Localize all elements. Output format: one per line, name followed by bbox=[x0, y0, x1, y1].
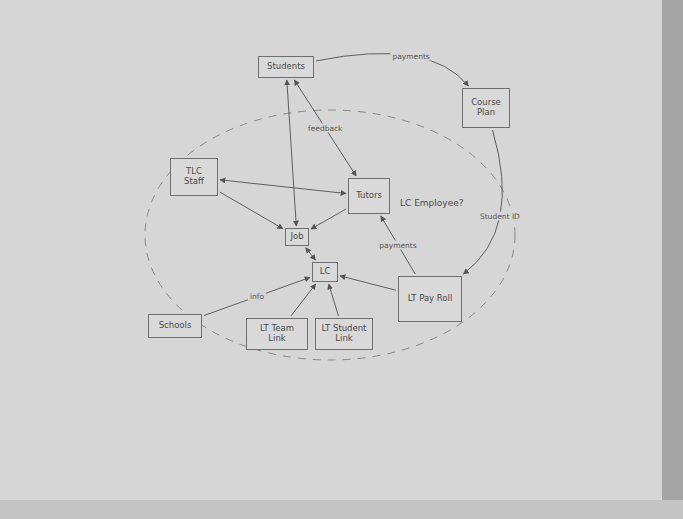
paper-edge bbox=[0, 500, 683, 519]
connector-arrow bbox=[340, 276, 396, 290]
box-text-group: Students bbox=[267, 62, 305, 72]
process-box: Course Plan bbox=[462, 88, 510, 128]
box-label: TLC Staff bbox=[175, 167, 213, 187]
process-box: Job bbox=[285, 228, 309, 246]
process-box: LT Pay Roll bbox=[398, 276, 462, 322]
box-text-group: Course Plan bbox=[467, 98, 505, 118]
box-label: Students bbox=[267, 62, 305, 72]
box-label: Tutors bbox=[356, 191, 382, 201]
box-label: Course Plan bbox=[467, 98, 505, 118]
box-label: Schools bbox=[159, 321, 192, 331]
box-text-group: Tutors bbox=[356, 191, 382, 201]
box-text-group: LT Student Link bbox=[320, 324, 368, 344]
box-label: LT Team Link bbox=[251, 324, 303, 344]
edge-label: Student ID bbox=[478, 212, 522, 221]
box-text-group: TLC Staff bbox=[175, 167, 213, 187]
box-label: LC bbox=[320, 267, 331, 277]
edge-label: payments bbox=[390, 51, 431, 60]
process-box: Students bbox=[258, 56, 314, 78]
edge-label: feedback bbox=[306, 124, 344, 133]
box-label: Job bbox=[290, 232, 303, 242]
connector-arrow bbox=[220, 180, 346, 194]
connector-arrow bbox=[220, 192, 283, 229]
process-box: LC bbox=[312, 262, 338, 282]
process-box: Tutors bbox=[348, 178, 390, 214]
connector-arrow bbox=[204, 277, 310, 315]
box-text-group: LT Pay Roll bbox=[408, 294, 453, 304]
edge-label: payments bbox=[377, 241, 418, 250]
connector-arrow bbox=[291, 284, 316, 316]
process-box: LT Student Link bbox=[315, 318, 373, 350]
connector-arrow bbox=[287, 80, 296, 226]
connector-arrow bbox=[294, 80, 356, 176]
box-label: LT Student Link bbox=[320, 324, 368, 344]
process-box: TLC Staff bbox=[170, 158, 218, 196]
note-text: LC Employee? bbox=[400, 198, 464, 208]
process-box: LT Team Link bbox=[246, 318, 308, 350]
connector-arrow bbox=[329, 284, 339, 316]
box-label: LT Pay Roll bbox=[408, 294, 453, 304]
box-text-group: Job bbox=[290, 232, 303, 242]
dashed-boundary bbox=[145, 110, 515, 360]
paper-edge bbox=[662, 0, 683, 519]
connector-arrow bbox=[311, 209, 346, 229]
connector-arrow bbox=[463, 130, 502, 274]
box-text-group: LT Team Link bbox=[251, 324, 303, 344]
connector-arrow bbox=[306, 248, 316, 260]
box-text-group: LC bbox=[320, 267, 331, 277]
edge-label: info bbox=[248, 292, 266, 301]
process-box: Schools bbox=[148, 314, 202, 338]
box-text-group: Schools bbox=[159, 321, 192, 331]
